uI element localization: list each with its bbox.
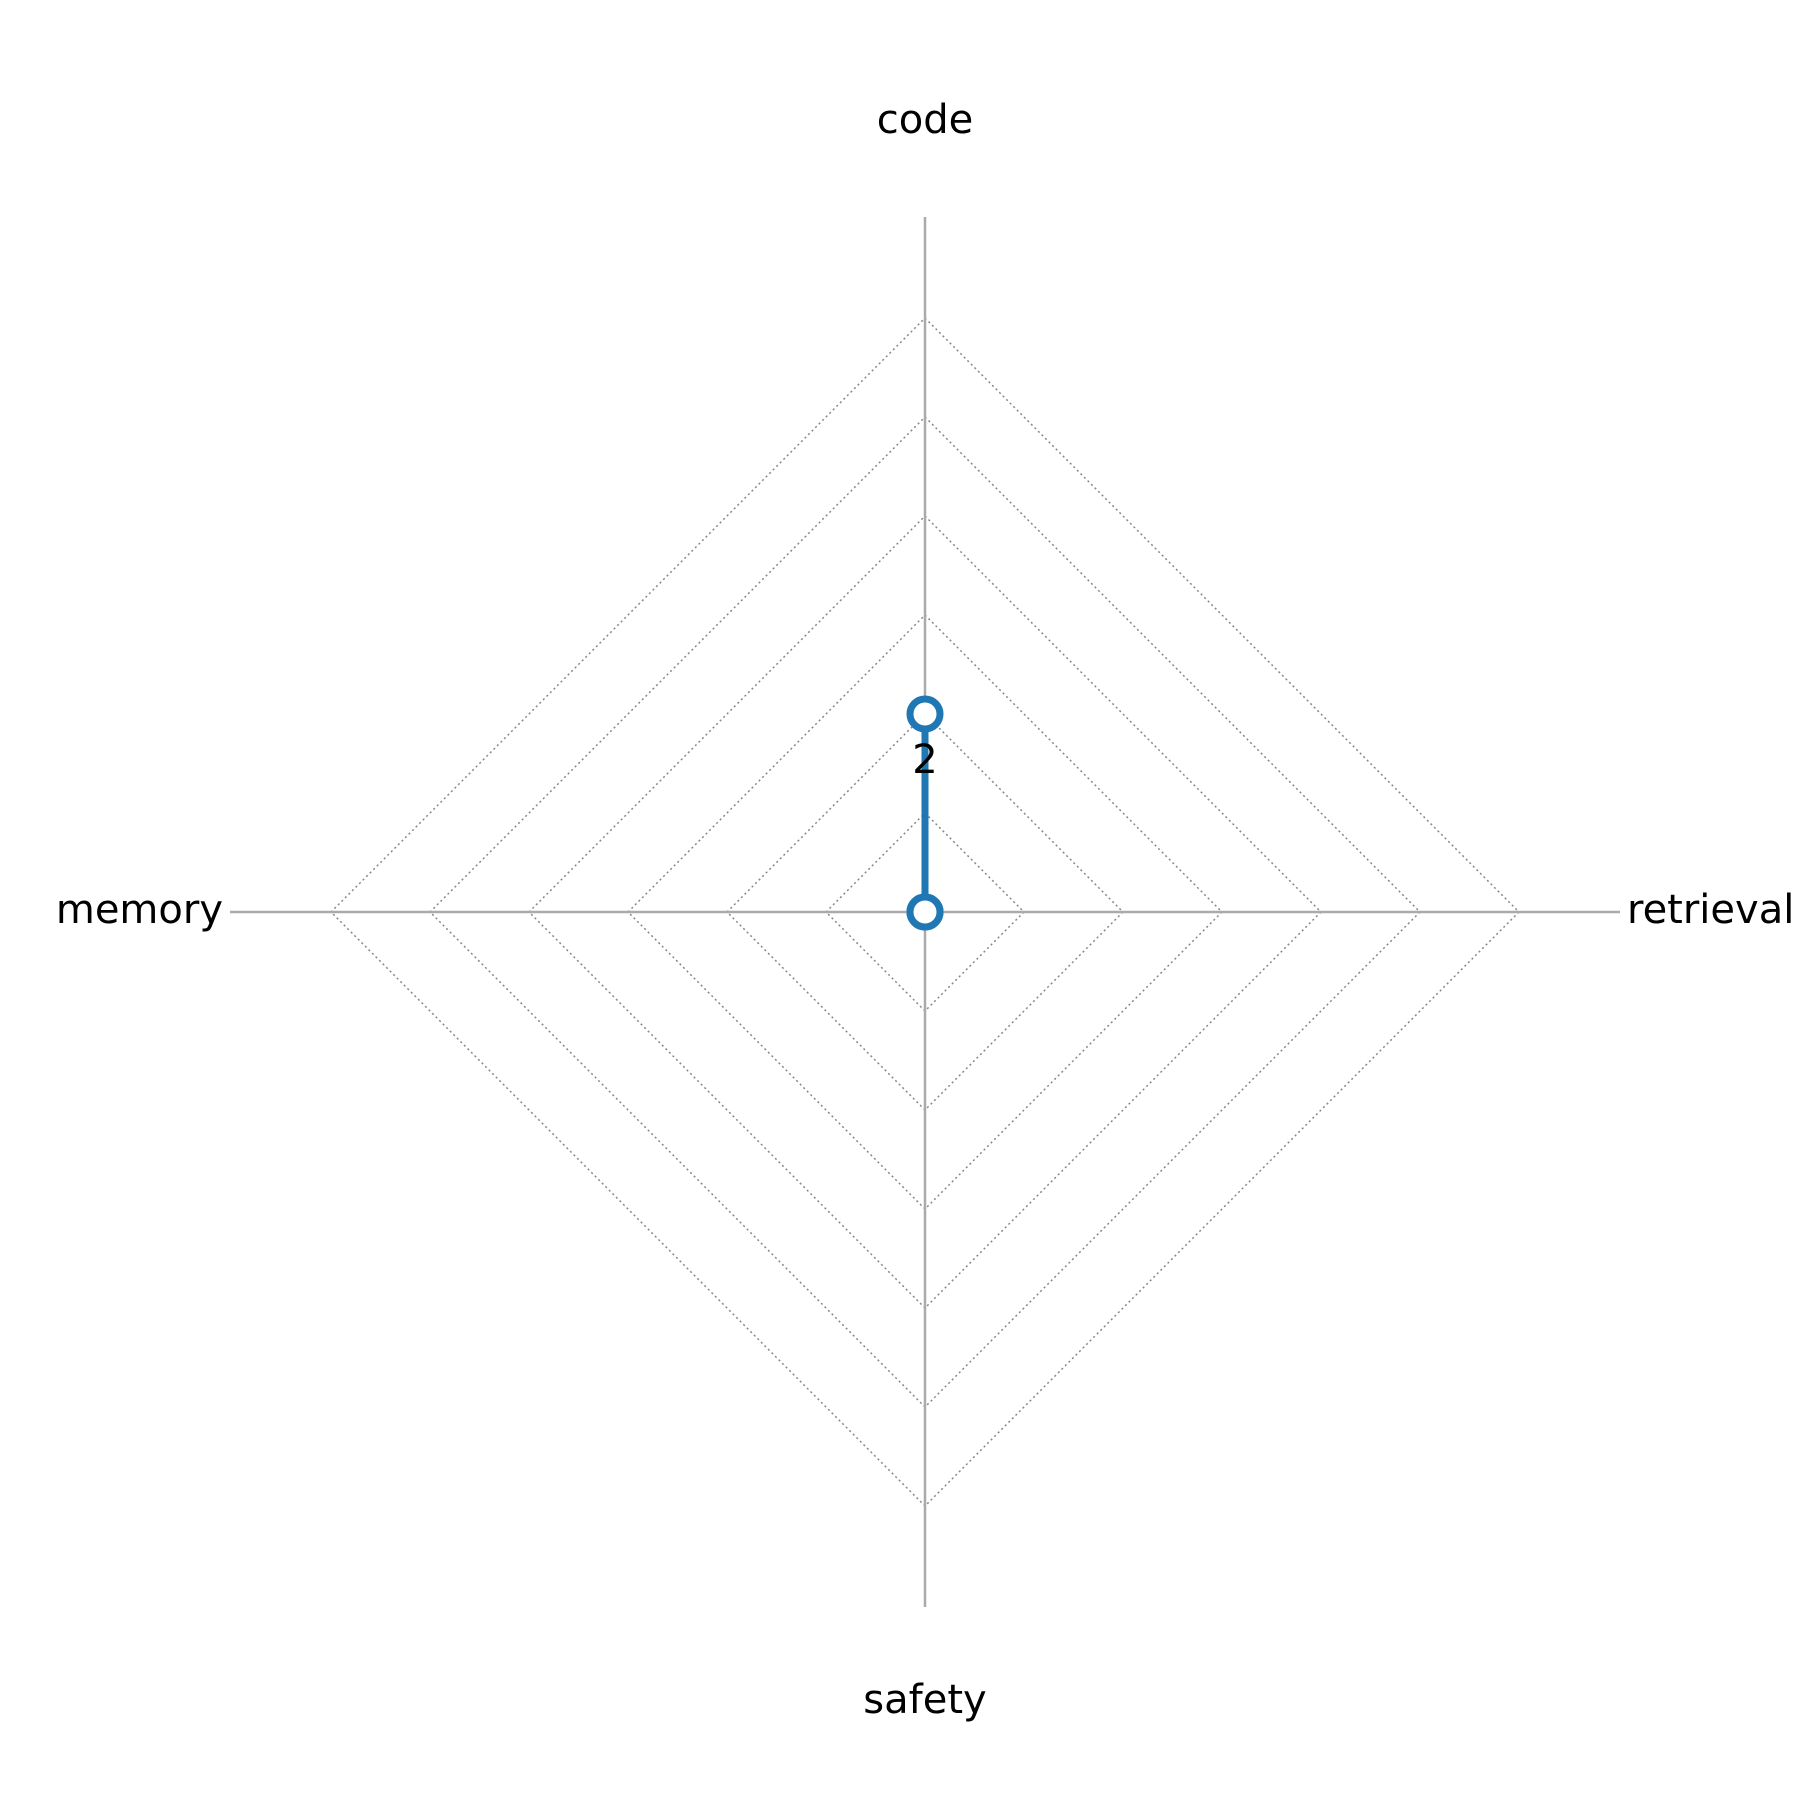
axis-label-safety: safety (863, 1677, 986, 1723)
axis-label-retrieval: retrieval (1627, 887, 1794, 933)
data-point-code (906, 695, 944, 733)
data-point-memory (906, 893, 944, 931)
data-label-code: 2 (912, 737, 937, 783)
labels-layer: code retrieval safety memory 2 (56, 97, 1794, 1723)
series-layer (906, 695, 944, 931)
axis-label-memory: memory (56, 887, 223, 933)
axis-label-code: code (877, 97, 973, 143)
